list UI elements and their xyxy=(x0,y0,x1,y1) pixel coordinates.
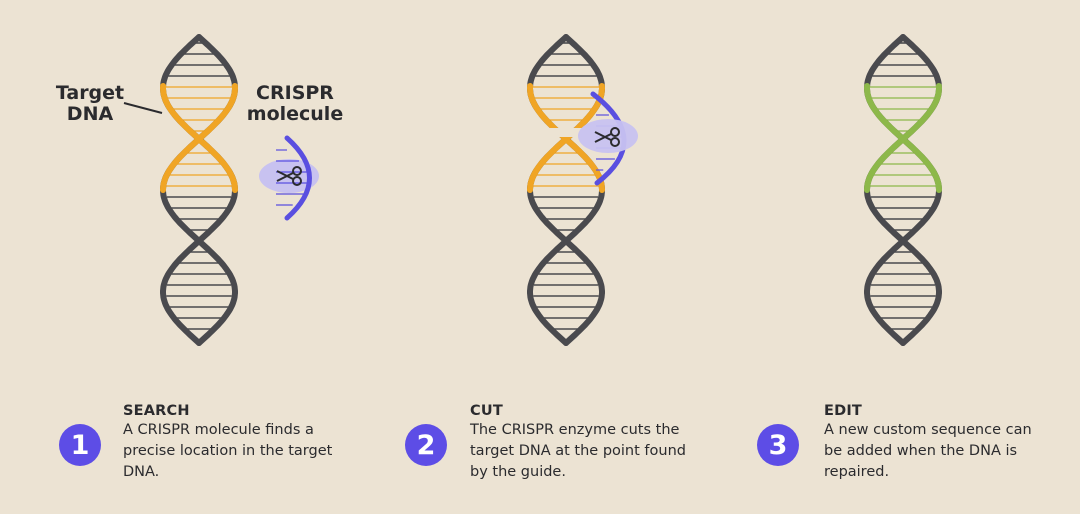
crispr-molecule-cut xyxy=(578,91,638,186)
scissors-icon xyxy=(276,166,302,186)
target-dna-pointer xyxy=(123,102,163,114)
step-edit: EDIT A new custom sequence can be added … xyxy=(824,402,1064,483)
step-cut: CUT The CRISPR enzyme cuts the target DN… xyxy=(470,402,710,483)
cut-gap xyxy=(515,128,595,137)
step-search: SEARCH A CRISPR molecule finds a precise… xyxy=(123,402,363,483)
crispr-molecule-search xyxy=(259,135,319,221)
step-title: EDIT xyxy=(824,403,863,419)
dna-helix-edit xyxy=(863,34,943,346)
crispr-molecule-label: CRISPR molecule xyxy=(246,82,344,125)
step-title: CUT xyxy=(470,403,503,419)
step-description: A new custom sequence can be added when … xyxy=(824,422,1032,480)
target-dna-label: Target DNA xyxy=(55,82,125,125)
step-description: A CRISPR molecule finds a precise locati… xyxy=(123,422,333,480)
step-number-badge: 1 xyxy=(59,424,101,466)
dna-helix-search xyxy=(159,34,239,346)
step-description: The CRISPR enzyme cuts the target DNA at… xyxy=(470,422,686,480)
step-title: SEARCH xyxy=(123,403,190,419)
step-number-badge: 2 xyxy=(405,424,447,466)
scissors-icon xyxy=(594,127,620,147)
dna-helix-cut xyxy=(515,34,606,346)
step-number-badge: 3 xyxy=(757,424,799,466)
